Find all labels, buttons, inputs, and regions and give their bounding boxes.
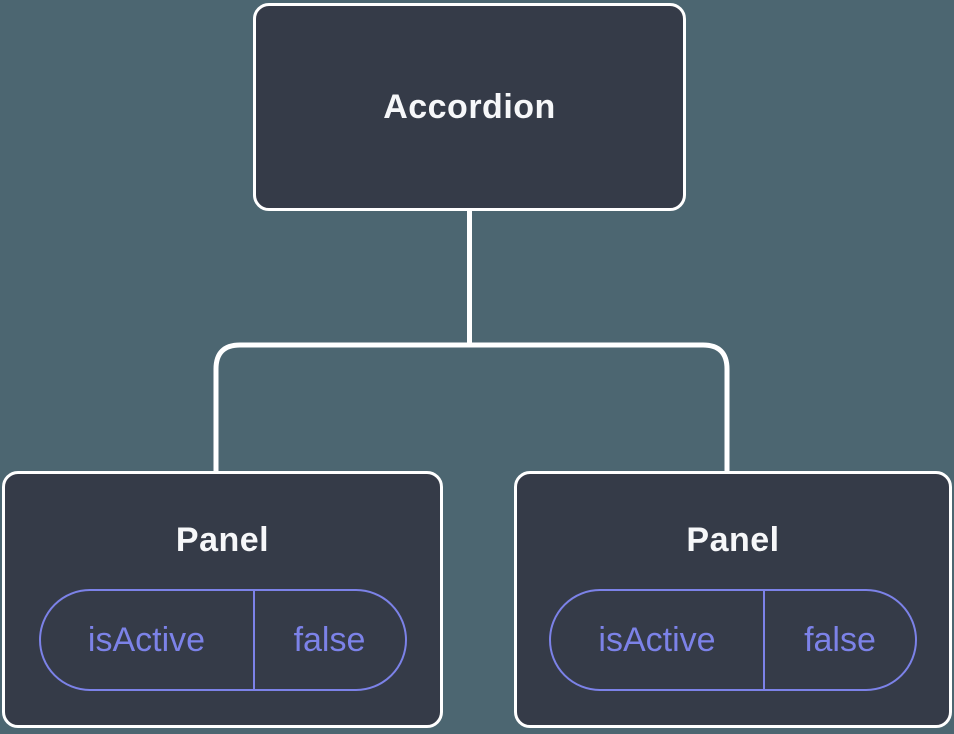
state-value: false [293, 620, 366, 659]
state-name: isActive [41, 591, 255, 689]
node-panel-right-label: Panel [686, 521, 780, 559]
node-accordion-label: Accordion [383, 87, 556, 126]
node-accordion: Accordion [253, 3, 686, 211]
node-panel-left-label: Panel [175, 521, 270, 559]
state-pill: isActive false [549, 589, 917, 691]
state-pill: isActive false [38, 589, 407, 691]
state-name: isActive [551, 591, 765, 689]
node-panel-left: Panel isActive false [2, 471, 443, 728]
node-panel-right: Panel isActive false [514, 471, 952, 728]
connector-branch [213, 342, 730, 471]
state-value: false [804, 620, 876, 659]
